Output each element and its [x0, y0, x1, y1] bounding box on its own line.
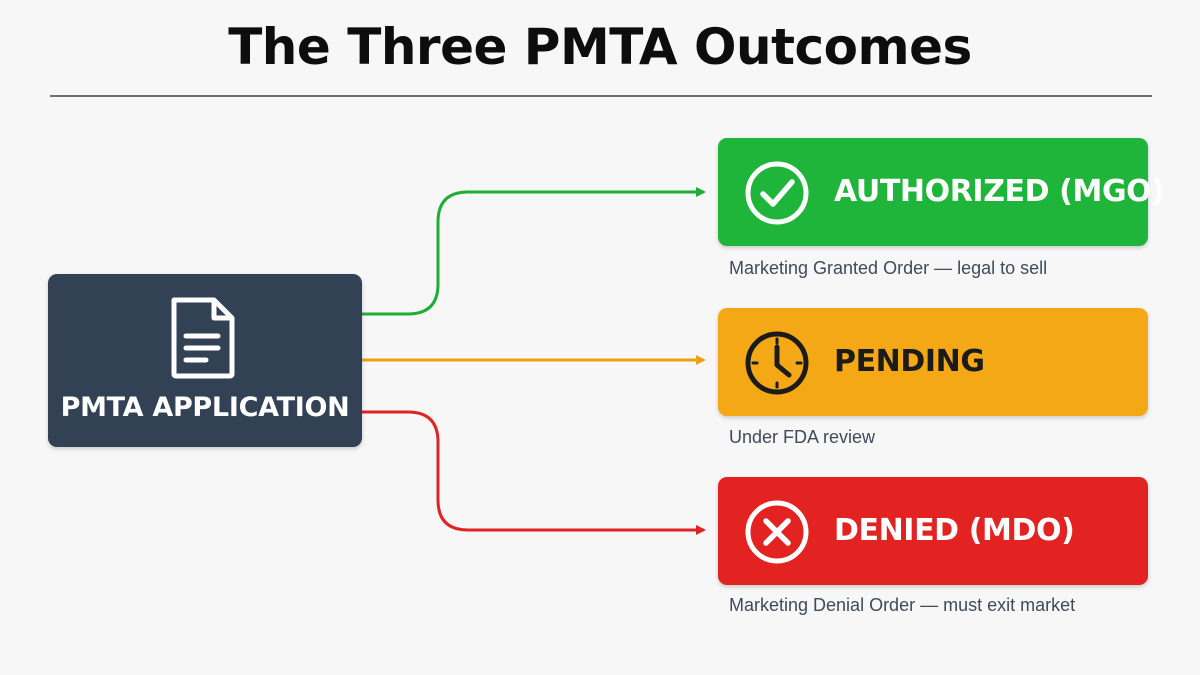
outcome-authorized: AUTHORIZED (MGO)	[718, 138, 1165, 246]
outcome-authorized-caption: Marketing Granted Order — legal to sell	[729, 258, 1048, 278]
outcome-pending: PENDING	[718, 308, 1148, 416]
pmta-application-label: PMTA APPLICATION	[60, 392, 350, 423]
outcome-denied-caption: Marketing Denial Order — must exit marke…	[729, 595, 1076, 615]
outcome-denied-label: DENIED (MDO)	[834, 513, 1075, 548]
page-title: The Three PMTA Outcomes	[228, 18, 972, 76]
outcome-authorized-label: AUTHORIZED (MGO)	[834, 174, 1165, 209]
outcome-denied: DENIED (MDO)	[718, 477, 1148, 585]
arrow-to-authorized	[362, 187, 706, 316]
title-divider	[50, 95, 1152, 97]
x-circle-icon	[745, 500, 809, 564]
outcome-pending-caption: Under FDA review	[729, 427, 876, 447]
pmta-application-box: PMTA APPLICATION	[48, 274, 362, 447]
document-icon	[171, 297, 235, 379]
arrow-to-denied	[362, 410, 706, 535]
outcome-pending-label: PENDING	[834, 344, 985, 379]
clock-icon	[745, 331, 809, 395]
check-circle-icon	[745, 161, 809, 225]
